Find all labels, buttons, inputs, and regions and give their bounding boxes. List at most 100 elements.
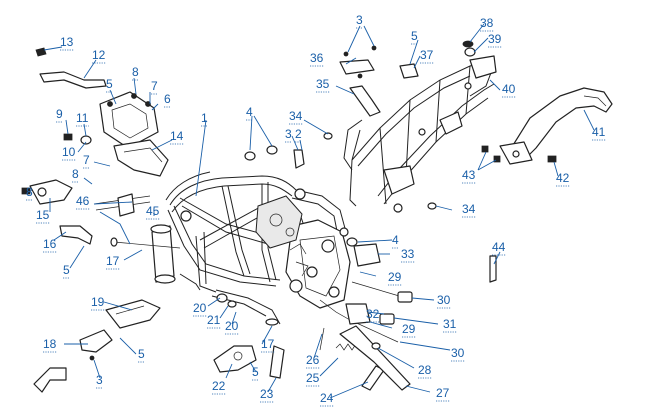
part-16 bbox=[59, 225, 93, 245]
callout-40[interactable]: 40 bbox=[502, 82, 516, 96]
callout-41[interactable]: 41 bbox=[592, 125, 606, 139]
callout-42[interactable]: 42 bbox=[556, 171, 570, 185]
bracket-2 bbox=[293, 149, 305, 169]
callout-2[interactable]: 2 bbox=[295, 127, 302, 141]
callout-labels: 1 2 3 3 3 4 4 5 5 5 5 5 6 7 7 8 8 8 9 10… bbox=[26, 13, 606, 407]
callout-34b[interactable]: 34 bbox=[462, 202, 476, 216]
nut-4 bbox=[244, 151, 256, 161]
callout-32[interactable]: 32 bbox=[366, 307, 380, 321]
side-stand-27 bbox=[339, 325, 411, 391]
bolt-9 bbox=[63, 133, 73, 141]
callout-43[interactable]: 43 bbox=[462, 168, 476, 182]
callout-30a[interactable]: 30 bbox=[437, 293, 451, 307]
part-31 bbox=[379, 313, 395, 325]
callout-37[interactable]: 37 bbox=[420, 48, 434, 62]
callout-7a[interactable]: 7 bbox=[151, 79, 158, 93]
grab-handle bbox=[499, 87, 613, 165]
bolt-30a bbox=[351, 281, 407, 299]
callout-13[interactable]: 13 bbox=[60, 35, 74, 49]
bolt-43 bbox=[481, 145, 489, 153]
grommet-39 bbox=[464, 47, 476, 57]
callout-5e[interactable]: 5 bbox=[252, 365, 259, 379]
callout-17b[interactable]: 17 bbox=[261, 337, 275, 351]
bracket-35 bbox=[349, 85, 381, 117]
rear-subframe bbox=[343, 55, 497, 213]
callout-16[interactable]: 16 bbox=[43, 237, 57, 251]
bracket-37 bbox=[399, 63, 419, 79]
bracket-19 bbox=[105, 299, 161, 329]
callout-3c[interactable]: 3 bbox=[96, 373, 103, 387]
callout-26[interactable]: 26 bbox=[306, 353, 320, 367]
callout-8a[interactable]: 8 bbox=[132, 65, 139, 79]
callout-35[interactable]: 35 bbox=[316, 77, 330, 91]
callout-5d[interactable]: 5 bbox=[138, 347, 145, 361]
callout-30b[interactable]: 30 bbox=[451, 346, 465, 360]
bracket-15 bbox=[29, 179, 73, 205]
bracket-36 bbox=[339, 59, 375, 75]
spacer-21 bbox=[227, 300, 237, 308]
nut-34 bbox=[323, 132, 333, 140]
nut-11 bbox=[80, 135, 92, 145]
part-26 bbox=[319, 327, 325, 351]
callout-7b[interactable]: 7 bbox=[83, 153, 90, 167]
callout-20a[interactable]: 20 bbox=[193, 301, 207, 315]
callout-34a[interactable]: 34 bbox=[289, 109, 303, 123]
callout-5a[interactable]: 5 bbox=[106, 77, 113, 91]
callout-10[interactable]: 10 bbox=[62, 145, 76, 159]
callout-15[interactable]: 15 bbox=[36, 208, 50, 222]
callout-39[interactable]: 39 bbox=[488, 32, 502, 46]
callout-5b[interactable]: 5 bbox=[411, 29, 418, 43]
callout-11[interactable]: 11 bbox=[76, 111, 89, 125]
callout-14[interactable]: 14 bbox=[170, 129, 184, 143]
bracket-33 bbox=[353, 243, 381, 267]
callout-27[interactable]: 27 bbox=[436, 386, 450, 400]
callout-3b[interactable]: 3 bbox=[285, 127, 292, 141]
bolt-13 bbox=[35, 47, 47, 57]
main-frame bbox=[150, 171, 351, 326]
callout-23[interactable]: 23 bbox=[260, 387, 274, 401]
part-44 bbox=[489, 255, 497, 283]
callout-8c[interactable]: 8 bbox=[26, 185, 33, 199]
callout-1[interactable]: 1 bbox=[201, 111, 208, 125]
callout-45[interactable]: 45 bbox=[146, 204, 160, 218]
callout-17a[interactable]: 17 bbox=[106, 254, 120, 268]
part-23 bbox=[269, 345, 285, 379]
callout-38[interactable]: 38 bbox=[480, 16, 494, 30]
callout-33[interactable]: 33 bbox=[401, 247, 415, 261]
spacer-20 bbox=[216, 293, 228, 303]
callout-28[interactable]: 28 bbox=[418, 363, 432, 377]
callout-29a[interactable]: 29 bbox=[388, 270, 402, 284]
bolt-17 bbox=[113, 241, 181, 249]
plate-6 bbox=[99, 91, 159, 149]
callout-19[interactable]: 19 bbox=[91, 295, 105, 309]
callout-21[interactable]: 21 bbox=[207, 313, 221, 327]
direction-arrow bbox=[33, 367, 67, 393]
callout-5c[interactable]: 5 bbox=[63, 263, 70, 277]
callout-9[interactable]: 9 bbox=[56, 107, 63, 121]
callout-36[interactable]: 36 bbox=[310, 51, 324, 65]
callout-29b[interactable]: 29 bbox=[402, 322, 416, 336]
callout-18[interactable]: 18 bbox=[43, 337, 57, 351]
callout-12[interactable]: 12 bbox=[92, 48, 106, 62]
callout-22[interactable]: 22 bbox=[212, 379, 226, 393]
callout-4a[interactable]: 4 bbox=[246, 105, 253, 119]
callout-31[interactable]: 31 bbox=[443, 317, 457, 331]
bolt-28 bbox=[371, 342, 381, 350]
callout-20b[interactable]: 20 bbox=[225, 319, 239, 333]
callout-44[interactable]: 44 bbox=[492, 240, 506, 254]
bolt-42 bbox=[547, 155, 557, 163]
callout-24[interactable]: 24 bbox=[320, 391, 334, 405]
callout-6[interactable]: 6 bbox=[164, 92, 171, 106]
callout-3a[interactable]: 3 bbox=[356, 13, 363, 27]
callout-8b[interactable]: 8 bbox=[72, 167, 79, 181]
callout-46[interactable]: 46 bbox=[76, 194, 90, 208]
bracket-14 bbox=[113, 139, 169, 177]
leader-lines bbox=[43, 23, 595, 399]
part-18 bbox=[79, 329, 113, 353]
cap-38 bbox=[462, 40, 474, 48]
bracket-12 bbox=[39, 71, 107, 89]
callout-25[interactable]: 25 bbox=[306, 371, 320, 385]
callout-4b[interactable]: 4 bbox=[392, 233, 399, 247]
